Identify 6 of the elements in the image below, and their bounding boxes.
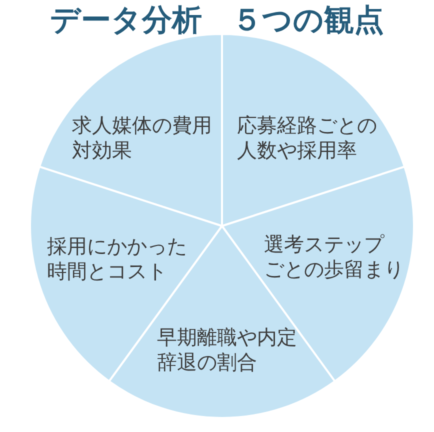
slice-label: 採用にかかった時間とコスト	[47, 234, 187, 284]
slice-label: 求人媒体の費用対効果	[72, 113, 212, 163]
title: データ分析 ５つの観点	[50, 4, 384, 38]
slice-label: 応募経路ごとの人数や採用率	[237, 113, 377, 163]
slice-label: 早期離職や内定辞退の割合	[157, 325, 297, 375]
slice-label: 選考ステップごとの歩留まり	[264, 232, 404, 282]
